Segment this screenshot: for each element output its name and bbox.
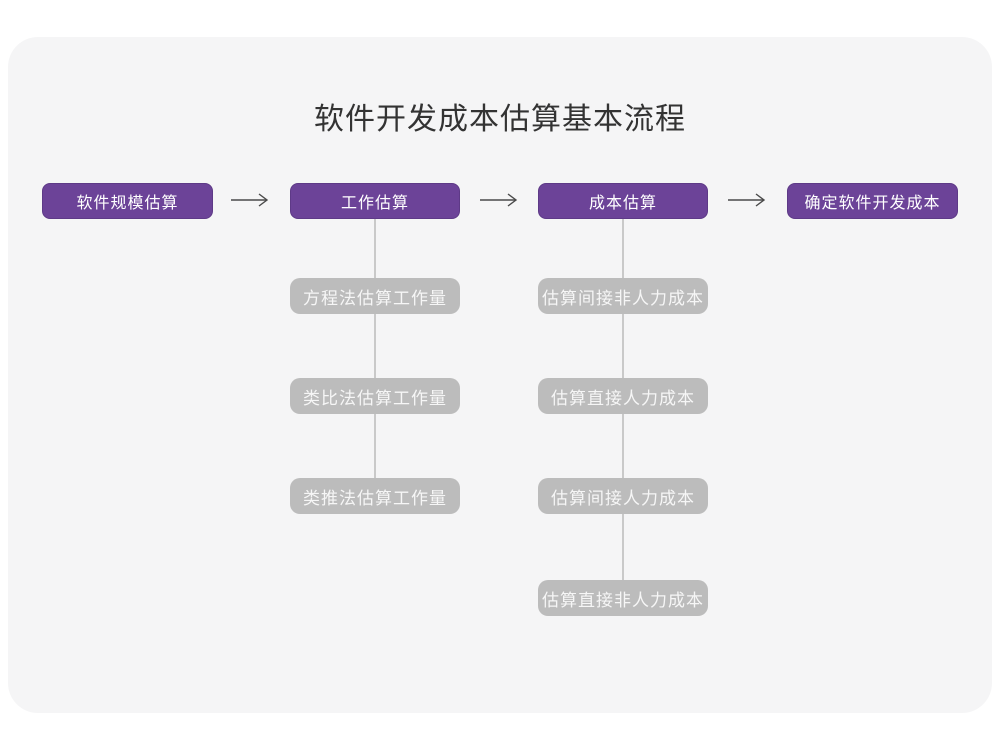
method-node-equation: 方程法估算工作量 <box>290 278 460 314</box>
connector-line-work-methods <box>374 218 376 483</box>
cost-label: 估算间接人力成本 <box>551 488 695 508</box>
cost-node-direct-labor: 估算直接人力成本 <box>538 378 708 414</box>
step-node-cost-estimation: 成本估算 <box>538 183 708 219</box>
cost-node-indirect-nonlabor: 估算间接非人力成本 <box>538 278 708 314</box>
cost-node-direct-nonlabor: 估算直接非人力成本 <box>538 580 708 616</box>
diagram-card <box>8 37 992 713</box>
step-node-software-size-estimation: 软件规模估算 <box>42 183 213 219</box>
method-label: 类比法估算工作量 <box>303 388 447 408</box>
method-label: 方程法估算工作量 <box>303 288 447 308</box>
arrow-right-icon <box>230 192 270 208</box>
step-label: 确定软件开发成本 <box>804 195 941 212</box>
cost-label: 估算直接非人力成本 <box>542 590 704 610</box>
step-label: 成本估算 <box>588 195 657 212</box>
method-label: 类推法估算工作量 <box>303 488 447 508</box>
method-node-extrapolation: 类推法估算工作量 <box>290 478 460 514</box>
step-label: 工作估算 <box>340 195 409 212</box>
step-node-determine-development-cost: 确定软件开发成本 <box>787 183 958 219</box>
arrow-right-icon <box>479 192 519 208</box>
step-node-work-estimation: 工作估算 <box>290 183 460 219</box>
cost-node-indirect-labor: 估算间接人力成本 <box>538 478 708 514</box>
method-node-analogy: 类比法估算工作量 <box>290 378 460 414</box>
diagram-title: 软件开发成本估算基本流程 <box>314 103 686 136</box>
arrow-right-icon <box>727 192 767 208</box>
step-label: 软件规模估算 <box>76 195 179 212</box>
cost-label: 估算直接人力成本 <box>551 388 695 408</box>
cost-label: 估算间接非人力成本 <box>542 288 704 308</box>
